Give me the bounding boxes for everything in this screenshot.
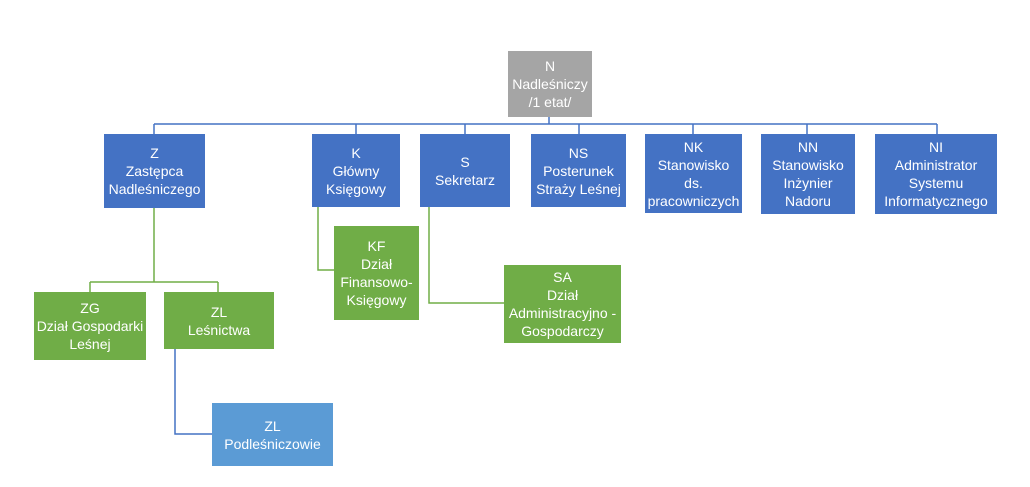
node-line: Dział Gospodarki [36, 318, 144, 334]
node-code: NI [929, 139, 943, 155]
node-line: Systemu [908, 175, 964, 191]
node-line: Główny [332, 162, 380, 179]
node-line: Inżynier [783, 175, 833, 191]
node-line: Gospodarczy [521, 323, 604, 339]
node-code: NS [568, 144, 589, 161]
node-code: ZG [80, 300, 100, 316]
node-line: Stanowisko [772, 157, 844, 173]
node-line: Stanowisko ds. [657, 156, 730, 191]
node-line: pracowniczych [647, 192, 740, 209]
node-code: KF [367, 238, 386, 254]
node-line: Informatycznego [884, 193, 988, 209]
node-code: ZL [210, 303, 228, 320]
node-line: Nadleśniczego [108, 181, 201, 197]
node-code: NN [797, 139, 819, 155]
node-title: Nadleśniczy [512, 76, 588, 92]
node-line: Finansowo- [340, 274, 413, 290]
node-line: Dział [360, 256, 393, 272]
node-line: Leśnej [69, 336, 111, 352]
node-podlesniczowie: ZL Podleśniczowie [212, 403, 333, 466]
node-line: Administracyjno - [508, 305, 617, 321]
node-line: Nadoru [785, 193, 831, 209]
node-code: Z [150, 145, 159, 161]
node-note: /1 etat/ [528, 94, 572, 110]
node-code: S [460, 153, 470, 170]
node-lesnictwa: ZL Leśnictwa [164, 292, 274, 349]
node-line: Dział [546, 287, 579, 303]
node-code: N [544, 58, 556, 74]
node-line: Leśnictwa [187, 321, 251, 338]
node-line: Zastępca [125, 163, 184, 179]
node-nadlesniczy: N Nadleśniczy /1 etat/ [508, 51, 592, 117]
node-line: Księgowy [346, 292, 407, 308]
node-inzynier-nadzoru: NN Stanowisko Inżynier Nadoru [761, 134, 855, 214]
node-administrator-systemu: NI Administrator Systemu Informatycznego [875, 134, 997, 214]
node-line: Księgowy [326, 180, 386, 197]
node-line: Sekretarz [435, 171, 495, 188]
node-line: Podleśniczowie [224, 435, 321, 452]
node-line: Administrator [894, 157, 978, 173]
node-sekretarz: S Sekretarz [420, 134, 510, 207]
node-dzial-gospodarki-lesnej: ZG Dział Gospodarki Leśnej [34, 292, 146, 360]
node-zastepca: Z Zastępca Nadleśniczego [104, 134, 205, 208]
node-line: Straży Leśnej [536, 180, 621, 197]
node-code: NK [683, 138, 704, 155]
node-dzial-finansowo-ksiegowy: KF Dział Finansowo- Księgowy [334, 226, 419, 320]
node-stanowisko-pracownicze: NK Stanowisko ds. pracowniczych [645, 134, 742, 213]
node-glowny-ksiegowy: K Główny Księgowy [312, 134, 400, 207]
node-posterunek: NS Posterunek Straży Leśnej [531, 134, 626, 207]
node-dzial-administracyjno-gospodarczy: SA Dział Administracyjno - Gospodarczy [504, 265, 621, 343]
node-line: Posterunek [543, 162, 614, 179]
node-code: ZL [264, 417, 281, 434]
node-code: SA [553, 269, 572, 285]
node-code: K [351, 144, 361, 161]
